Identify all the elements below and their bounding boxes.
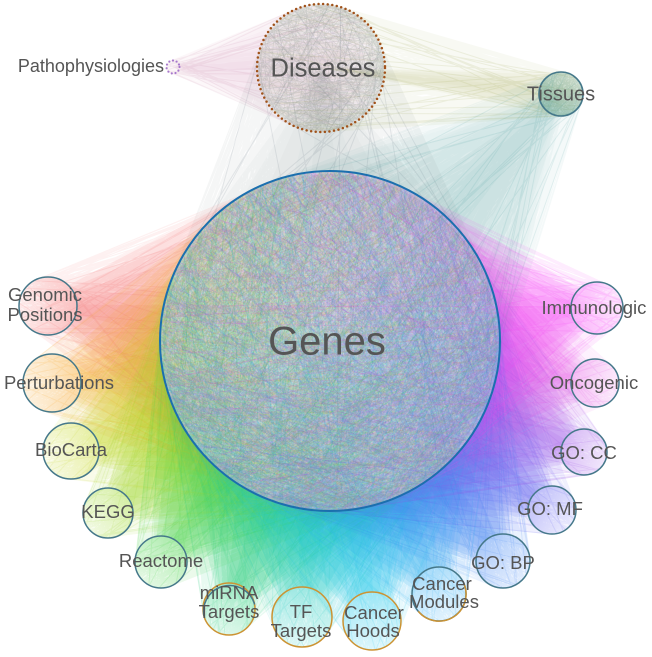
svg-text:TF: TF <box>290 601 313 622</box>
svg-text:miRNA: miRNA <box>200 582 259 603</box>
svg-text:Immunologic: Immunologic <box>542 297 647 318</box>
svg-text:GO: MF: GO: MF <box>517 498 583 519</box>
svg-text:Positions: Positions <box>7 304 82 325</box>
svg-text:GO: BP: GO: BP <box>471 552 535 573</box>
svg-text:Diseases: Diseases <box>271 55 376 83</box>
svg-text:Tissues: Tissues <box>527 83 595 105</box>
svg-text:Genes: Genes <box>268 320 386 364</box>
svg-text:Modules: Modules <box>409 591 479 612</box>
svg-text:Hoods: Hoods <box>346 620 399 641</box>
svg-text:Reactome: Reactome <box>119 550 203 571</box>
svg-text:BioCarta: BioCarta <box>35 439 108 460</box>
svg-text:Targets: Targets <box>271 620 332 641</box>
svg-text:Cancer: Cancer <box>412 573 472 594</box>
svg-text:KEGG: KEGG <box>81 501 134 522</box>
svg-text:Genomic: Genomic <box>8 284 82 305</box>
svg-text:GO: CC: GO: CC <box>551 442 617 463</box>
svg-text:Pathophysiologies: Pathophysiologies <box>18 56 164 76</box>
svg-text:Oncogenic: Oncogenic <box>550 372 638 393</box>
svg-text:Perturbations: Perturbations <box>4 372 114 393</box>
svg-text:Targets: Targets <box>199 601 260 622</box>
svg-text:Cancer: Cancer <box>344 602 404 623</box>
